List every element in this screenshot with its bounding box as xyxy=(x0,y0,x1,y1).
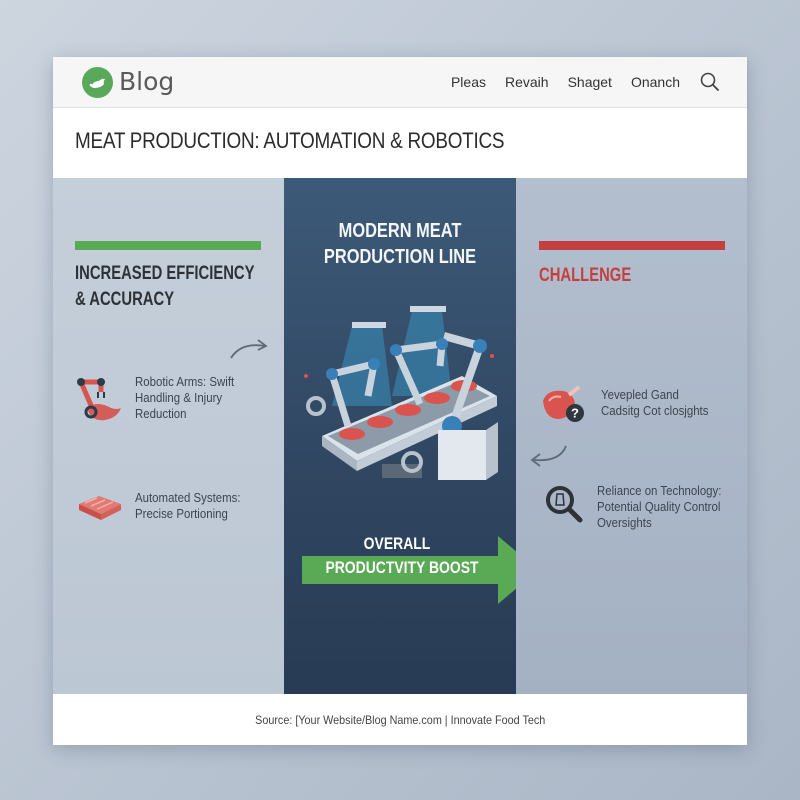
green-accent-bar xyxy=(75,241,261,250)
nav-item-shaget[interactable]: Shaget xyxy=(567,74,612,90)
challenge-item-1: ? Yevepled Gand Cadsitg Cot closjghts xyxy=(539,383,723,427)
title-line: PRODUCTION LINE xyxy=(323,246,477,268)
conveyor-robot-arms-illustration xyxy=(304,306,498,480)
benefit-text-line: Robotic Arms: Swift xyxy=(135,374,235,389)
benefits-heading-line1: INCREASED EFFICIENCY xyxy=(75,263,255,284)
logo-icon[interactable] xyxy=(82,67,113,98)
meat-question-icon: ? xyxy=(543,385,584,422)
challenge-text-line: Cadsitg Cot closjghts xyxy=(601,403,709,418)
green-arrow-icon xyxy=(302,536,538,604)
search-icon[interactable] xyxy=(699,71,721,93)
challenge-text-line: Yevepled Gand xyxy=(601,387,679,402)
benefit-item-automated-systems: Automated Systems: Precise Portioning xyxy=(75,490,255,530)
benefit-text: Robotic Arms: Swift Handling & Injury Re… xyxy=(135,374,234,422)
benefit-item-robotic-arms: Robotic Arms: Swift Handling & Injury Re… xyxy=(75,374,248,424)
benefit-text: Automated Systems: Precise Portioning xyxy=(135,490,241,522)
source-footer: Source: [Your Website/Blog Name.com | In… xyxy=(53,694,747,745)
nav-item-pleas[interactable]: Pleas xyxy=(450,74,486,90)
title-bar: MEAT PRODUCTION: AUTOMATION & ROBOTICS xyxy=(53,108,747,178)
curved-arrow-icon xyxy=(230,339,268,359)
meat-portions-icon xyxy=(79,496,121,520)
benefits-heading: INCREASED EFFICIENCY & ACCURACY xyxy=(75,261,255,313)
infographic-card: Blog Pleas Revaih Shaget Onanch MEAT PRO… xyxy=(53,57,747,745)
red-accent-bar xyxy=(539,241,725,250)
production-line-title: MODERN MEAT PRODUCTION LINE xyxy=(305,218,495,270)
benefit-text-line: Reduction xyxy=(135,406,187,421)
logo-text[interactable]: Blog xyxy=(119,67,175,96)
challenges-heading: CHALLENGE xyxy=(539,265,632,286)
challenges-panel: CHALLENGE ? Yevepled Gand Cadsitg Cot cl… xyxy=(516,178,747,694)
productivity-boost-arrow: OVERALL PRODUCTVITY BOOST xyxy=(302,534,538,604)
boost-label-line2: PRODUCTVITY BOOST xyxy=(325,558,479,577)
nav-item-revaih[interactable]: Revaih xyxy=(504,74,549,90)
curved-back-arrow-icon xyxy=(530,445,567,467)
top-nav: Pleas Revaih Shaget Onanch xyxy=(451,71,721,93)
nav-item-onanch[interactable]: Onanch xyxy=(630,74,680,90)
benefits-heading-line2: & ACCURACY xyxy=(75,289,175,310)
challenge-text-line: Potential Quality Control xyxy=(597,499,721,514)
svg-text:?: ? xyxy=(571,406,579,421)
boost-label-line1: OVERALL xyxy=(363,534,431,553)
challenge-text: Reliance on Technology: Potential Qualit… xyxy=(597,483,721,531)
production-line-panel: MODERN MEAT PRODUCTION LINE xyxy=(284,178,538,694)
magnifier-quality-icon xyxy=(546,486,583,523)
benefit-text-line: Precise Portioning xyxy=(135,506,228,521)
challenge-text-line: Reliance on Technology: xyxy=(597,483,722,498)
benefit-text-line: Handling & Injury xyxy=(135,390,223,405)
benefit-text-line: Automated Systems: xyxy=(135,490,241,505)
challenge-text-line: Oversights xyxy=(597,515,652,530)
robotic-arm-meat-icon xyxy=(77,378,121,421)
source-text: Source: [Your Website/Blog Name.com | In… xyxy=(254,712,546,727)
site-header: Blog Pleas Revaih Shaget Onanch xyxy=(53,57,747,108)
title-line: MODERN MEAT xyxy=(338,220,462,242)
challenge-item-reliance: Reliance on Technology: Potential Qualit… xyxy=(543,483,738,531)
page-title: MEAT PRODUCTION: AUTOMATION & ROBOTICS xyxy=(75,128,505,153)
benefits-panel: INCREASED EFFICIENCY & ACCURACY Robotic … xyxy=(53,178,284,694)
challenge-text: Yevepled Gand Cadsitg Cot closjghts xyxy=(601,387,708,419)
